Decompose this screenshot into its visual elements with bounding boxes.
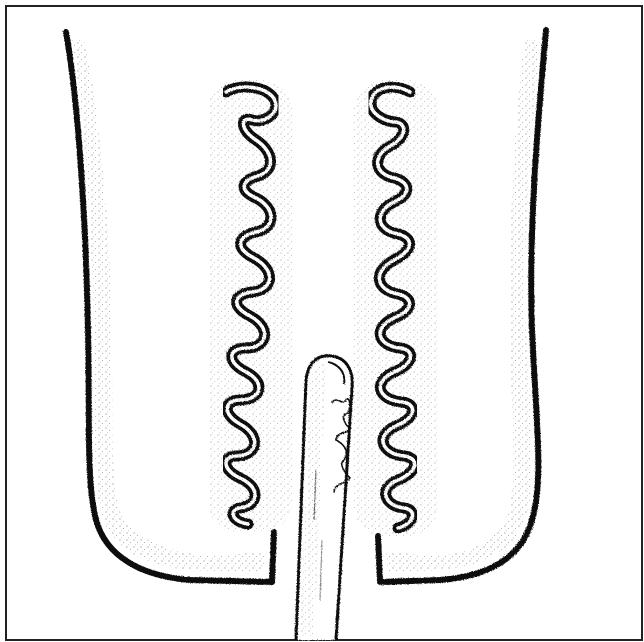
illustration-svg: [0, 0, 644, 642]
illustration-figure: [0, 0, 644, 642]
